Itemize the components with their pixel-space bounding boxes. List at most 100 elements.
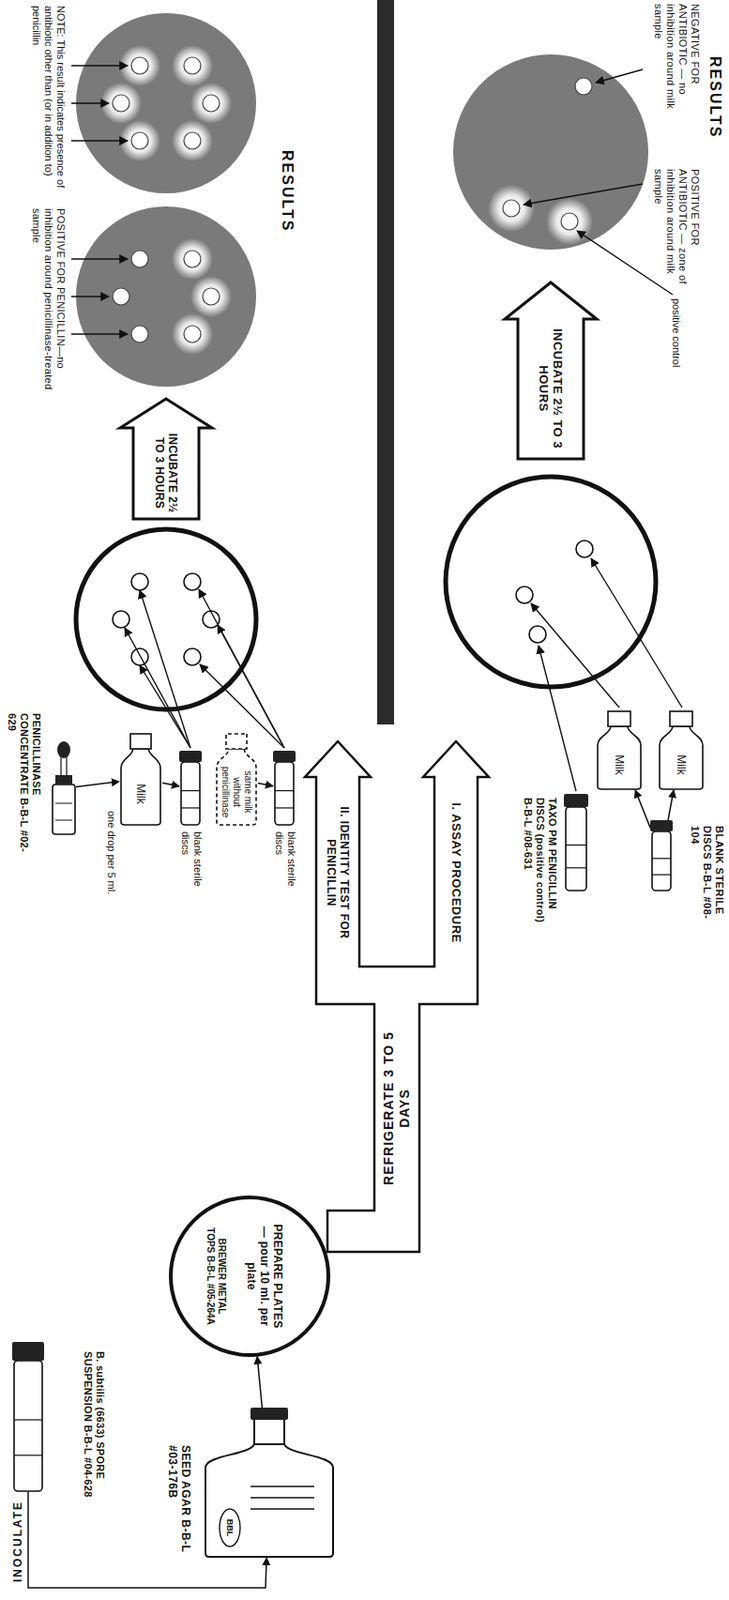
vial-body (181, 761, 200, 825)
vial-band (181, 789, 200, 791)
disc (183, 250, 201, 268)
inhibition-zone (546, 197, 593, 245)
bottle-neck (130, 733, 152, 749)
flow-arrow (75, 781, 120, 788)
refrigerate-arrow: REFRIGERATE 3 TO 5 DAYSI. ASSAY PROCEDUR… (303, 741, 491, 1254)
arrow-outline (120, 398, 213, 519)
incubate-arrow: INCUBATE 2½ TO 3 HOURS (119, 397, 213, 520)
transfer-arrow (538, 645, 577, 791)
dropper-body (52, 784, 76, 835)
transfer-arrow (139, 590, 191, 748)
disc (131, 573, 149, 591)
bottle-outline (205, 1442, 334, 1557)
node-text: same milk without penicillinase (217, 759, 256, 824)
disc (529, 625, 547, 643)
vial-body (14, 1360, 43, 1491)
disc-vial: TAXO PM PENICILLIN DISCS (positive contr… (563, 793, 589, 892)
vial-band (181, 806, 200, 808)
vial-body (652, 831, 671, 891)
vial-band (274, 789, 294, 791)
caption-label: RESULTS (277, 150, 296, 254)
inhibition-zone (171, 45, 213, 87)
inhibition-zone (487, 184, 535, 232)
disc (183, 573, 201, 591)
disc (131, 325, 149, 343)
transfer-arrow (591, 558, 683, 708)
vial-body (565, 806, 587, 891)
petri-plate (75, 529, 257, 710)
disc (183, 648, 201, 666)
disc (516, 586, 533, 604)
node-text: Milk (599, 741, 639, 789)
bottle-outline (659, 726, 703, 790)
bottle-cap (250, 1407, 289, 1420)
node-shape (12, 1341, 45, 1492)
arrow-outline (304, 741, 489, 1252)
disc-vial: blank sterile discs (179, 750, 202, 826)
bottle-outline (216, 748, 257, 825)
agar-bottle: SEED AGAR B-B-L #03-176BBBL (203, 1407, 335, 1558)
node-text: blank sterile discs (179, 831, 204, 911)
bottle-neck (226, 733, 247, 749)
node-text: BBL (221, 1510, 239, 1545)
edge-label: INOCULATE (11, 1501, 25, 1582)
node-text: INCUBATE 2½ TO 3 HOURS (518, 320, 583, 456)
disc (112, 288, 130, 305)
node-text: B. subtilis (6633) SPORE SUSPENSION B-B-… (81, 1351, 107, 1516)
node-text: Milk (661, 741, 701, 789)
bottle-band (55, 803, 73, 805)
disc (575, 77, 593, 95)
disc (183, 57, 201, 75)
incubate-arrow: INCUBATE 2½ TO 3 HOURS (503, 281, 598, 460)
edge-label: one drop per 5 ml. (105, 810, 118, 896)
transfer-arrow (199, 664, 285, 748)
flow-arrow (162, 782, 180, 786)
disc (131, 57, 149, 75)
leader-arrow (577, 230, 673, 295)
bottle-outline (597, 726, 641, 790)
caption-label: POSITIVE FOR ANTIBIOTIC — zone of inhibi… (652, 168, 701, 293)
bottle-neck (254, 1418, 285, 1444)
vial-cap (179, 750, 202, 762)
node-text: blank sterile discs (273, 831, 298, 911)
node-shape (657, 709, 705, 790)
disc (131, 250, 149, 268)
divider-bar (377, 0, 395, 725)
label-line (250, 1485, 315, 1488)
vial-band (565, 866, 587, 868)
node-text: BLANK STERILE DISCS B-B-L #08-104 (688, 825, 726, 929)
leader-arrow (71, 64, 128, 66)
vial-body (274, 761, 294, 825)
leader-arrow (71, 333, 128, 335)
node-shape (563, 793, 589, 892)
flow-arrow (668, 789, 674, 821)
node-shape (650, 820, 673, 892)
vial-cap (12, 1341, 45, 1361)
caption-label: RESULTS (705, 56, 724, 160)
flow-arrow (635, 789, 651, 828)
bottle-neck (669, 711, 693, 727)
disc-vial: BLANK STERILE DISCS B-B-L #08-104 (650, 820, 673, 892)
disc (112, 94, 130, 112)
caption-label: POSITIVE FOR PENICILLIN—no inhibition ar… (30, 208, 67, 396)
disc (131, 132, 149, 150)
disc (202, 94, 220, 112)
flow-arrow (257, 1356, 262, 1408)
disc (576, 540, 593, 558)
leader-arrow (71, 102, 109, 104)
transfer-arrow (198, 589, 285, 748)
inhibition-zone (171, 120, 213, 162)
vial-cap (273, 750, 296, 762)
bottle-band (55, 820, 73, 821)
disc (202, 288, 220, 305)
inhibition-zone (190, 275, 232, 318)
inhibition-zone (190, 82, 232, 124)
node-shape (51, 741, 76, 836)
arrow-outline (504, 282, 597, 459)
dropper-collar (55, 774, 73, 785)
node-text: I. ASSAY PROCEDURE (436, 780, 476, 965)
leader-arrow (71, 139, 128, 141)
node-text: PREPARE PLATES — pour 10 ml. per plate (234, 1217, 295, 1335)
label-line (250, 1507, 315, 1510)
